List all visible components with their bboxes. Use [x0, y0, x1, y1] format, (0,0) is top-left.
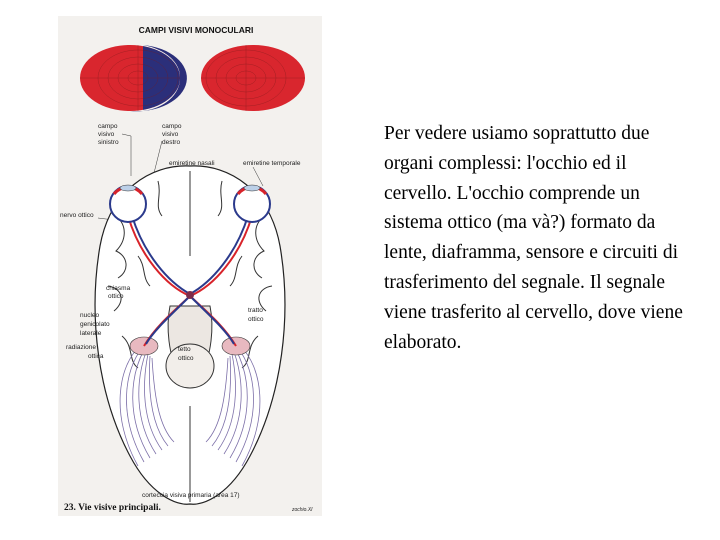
label-chiasma-2: ottico	[108, 293, 124, 300]
label-tetto-1: tetto	[178, 346, 191, 353]
left-eye	[109, 184, 147, 223]
left-visual-field	[80, 45, 187, 112]
visual-pathways-illustration: CAMPI VISIVI MONOCULARI campo visivo si	[60, 25, 313, 513]
signature: zochio.XI	[291, 507, 313, 513]
right-eye	[233, 184, 271, 223]
label-campo-destro-2: visivo	[162, 131, 179, 138]
label-tetto-2: ottico	[178, 355, 194, 362]
label-tratto-1: tratto	[248, 307, 263, 314]
label-emiretine-nasali: emiretine nasali	[169, 160, 215, 167]
figure-caption: 23. Vie visive principali.	[64, 503, 161, 513]
label-chiasma-1: chiasma	[106, 285, 131, 292]
label-nucleo-3: laterale	[80, 330, 102, 337]
visual-pathways-figure: CAMPI VISIVI MONOCULARI campo visivo si	[58, 16, 322, 516]
label-radiazione-1: radiazione	[66, 344, 96, 351]
label-nucleo-1: nucleo	[80, 312, 100, 319]
label-tratto-2: ottico	[248, 316, 264, 323]
label-nucleo-2: genicolato	[80, 321, 110, 328]
label-campo-sinistro-1: campo	[98, 123, 118, 130]
label-campo-destro-3: destro	[162, 139, 180, 146]
label-corteccia: corteccia visiva primaria (area 17)	[142, 492, 240, 499]
label-campo-sinistro-3: sinistro	[98, 139, 119, 146]
label-radiazione-2: ottica	[88, 353, 104, 360]
optic-radiations	[119, 345, 261, 467]
optic-chiasm-mark	[186, 291, 194, 299]
label-emiretine-temporale: emiretine temporale	[243, 160, 301, 167]
label-campo-sinistro-2: visivo	[98, 131, 115, 138]
description-paragraph: Per vedere usiamo soprattutto due organi…	[384, 123, 683, 353]
right-visual-field	[201, 45, 305, 111]
figure-title: CAMPI VISIVI MONOCULARI	[139, 25, 254, 35]
label-campo-destro-1: campo	[162, 123, 182, 130]
optic-pathways	[127, 215, 253, 347]
label-nervo-ottico: nervo ottico	[60, 212, 94, 219]
